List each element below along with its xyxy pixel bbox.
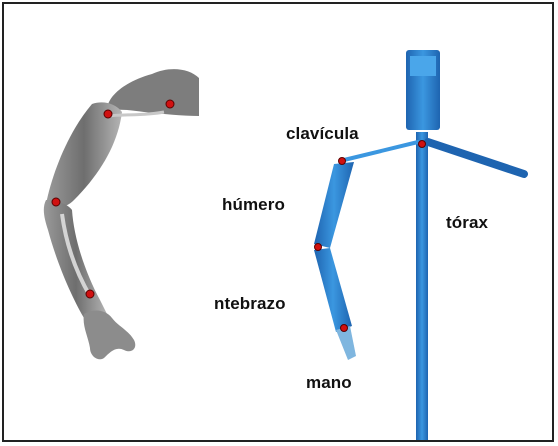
model-clavicle-right [428, 142, 524, 174]
label-clavicula: clavícula [286, 124, 359, 144]
marker-arm-shoulder [104, 110, 112, 118]
marker-model-shoulder [339, 158, 346, 165]
label-mano: mano [306, 373, 352, 393]
arm-hand [84, 311, 136, 360]
model-torso-spine [416, 132, 428, 442]
arm-upper [46, 102, 122, 207]
marker-model-elbow [315, 244, 322, 251]
arm-forearm [44, 200, 108, 320]
label-humero: húmero [222, 195, 285, 215]
marker-model-wrist [341, 325, 348, 332]
arm-photo-icon [44, 69, 199, 359]
marker-arm-elbow [52, 198, 60, 206]
model-clavicle-left [344, 142, 418, 160]
marker-arm-wrist [86, 290, 94, 298]
label-antebrazo: ntebrazo [214, 294, 286, 314]
model-forearm [314, 248, 352, 332]
arm-shoulder [107, 69, 199, 116]
figure-frame: clavícula húmero tórax ntebrazo mano [2, 2, 554, 442]
marker-arm-clavicle [166, 100, 174, 108]
label-torax: tórax [446, 213, 488, 233]
model-head-top [410, 56, 436, 76]
marker-model-sternum [419, 141, 426, 148]
model-humerus [314, 162, 354, 248]
